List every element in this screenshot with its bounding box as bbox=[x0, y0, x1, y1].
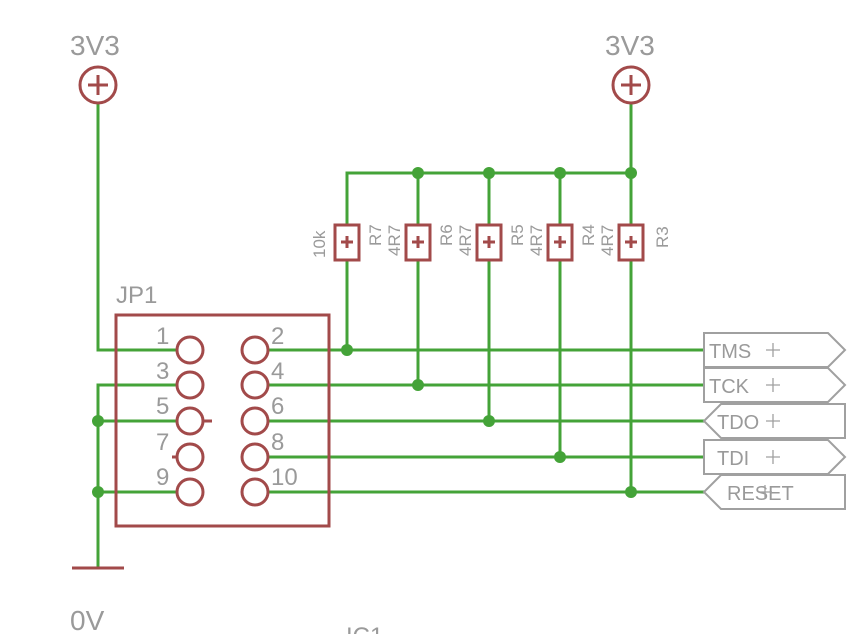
resistor-value: 4R7 bbox=[385, 225, 404, 256]
connector-jp1: JP1 1 2 3 4 5 6 7 8 9 10 bbox=[114, 282, 331, 528]
plus-icon bbox=[766, 378, 780, 392]
pin-number: 5 bbox=[156, 393, 169, 420]
resistor-10k: 10k bbox=[310, 223, 361, 262]
pin-5 bbox=[175, 406, 205, 436]
port-tck: TCK bbox=[703, 367, 847, 403]
resistor-value: 4R7 bbox=[598, 225, 617, 256]
resistor-ref: R4 bbox=[579, 224, 598, 246]
resistor-r7: R7 4R7 bbox=[366, 223, 432, 262]
plus-icon bbox=[621, 75, 641, 95]
port-flag bbox=[702, 474, 846, 510]
port-tdo: TDO bbox=[702, 403, 846, 439]
plus-icon bbox=[412, 236, 424, 248]
resistor-value: 4R7 bbox=[527, 225, 546, 256]
plus-icon bbox=[766, 343, 780, 357]
pin-number: 9 bbox=[156, 464, 169, 491]
resistor-ref: R5 bbox=[508, 224, 527, 246]
pin-number: 8 bbox=[271, 429, 284, 456]
wire-gnd-rail bbox=[96, 383, 192, 570]
connector-body bbox=[114, 313, 331, 528]
junction-dot bbox=[554, 167, 566, 179]
port-reset: RESET bbox=[702, 474, 846, 510]
pin-number: 2 bbox=[271, 323, 284, 350]
junction-dot bbox=[412, 379, 424, 391]
resistor-r3: R3 bbox=[653, 226, 672, 248]
resistor-value: 4R7 bbox=[456, 225, 475, 256]
pin-number: 1 bbox=[156, 323, 169, 350]
plus-icon bbox=[554, 236, 566, 248]
pin-7 bbox=[175, 442, 205, 472]
pin-2 bbox=[240, 335, 270, 365]
plus-icon bbox=[88, 75, 108, 95]
supply-3v3-right: 3V3 bbox=[605, 30, 655, 105]
resistor-r5: R5 4R7 bbox=[508, 223, 574, 262]
plus-icon bbox=[341, 236, 353, 248]
junction-dot bbox=[625, 167, 637, 179]
wires bbox=[96, 103, 706, 570]
plus-icon bbox=[766, 450, 780, 464]
pin-4 bbox=[240, 370, 270, 400]
resistor-ref: R3 bbox=[653, 226, 672, 248]
pin-1 bbox=[175, 335, 205, 365]
ground-symbol: 0V bbox=[70, 566, 124, 634]
pin-6 bbox=[240, 406, 270, 436]
junction-dot bbox=[483, 167, 495, 179]
ground-label: 0V bbox=[70, 605, 105, 634]
pin-9 bbox=[175, 477, 205, 507]
pin-10 bbox=[240, 477, 270, 507]
resistor-r4: R4 4R7 bbox=[579, 223, 645, 262]
pin-number: 7 bbox=[156, 429, 169, 456]
pin-number: 4 bbox=[271, 358, 284, 385]
port-label: TMS bbox=[709, 341, 751, 363]
resistor-r6: R6 4R7 bbox=[437, 223, 503, 262]
port-label: RESET bbox=[727, 483, 794, 505]
junctions bbox=[92, 167, 637, 498]
pin-stub bbox=[172, 419, 212, 459]
junction-dot bbox=[412, 167, 424, 179]
pin-3 bbox=[175, 370, 205, 400]
junction-dot bbox=[483, 415, 495, 427]
pin-number: 10 bbox=[271, 464, 298, 491]
supply-3v3-left: 3V3 bbox=[70, 30, 120, 105]
plus-icon bbox=[483, 236, 495, 248]
resistor-body bbox=[546, 223, 574, 262]
port-tms: TMS bbox=[703, 332, 847, 368]
junction-dot bbox=[554, 451, 566, 463]
junction-dot bbox=[92, 415, 104, 427]
pin-number: 3 bbox=[156, 358, 169, 385]
port-label: TDO bbox=[717, 412, 759, 434]
junction-dot bbox=[341, 344, 353, 356]
partial-ic-label: IC1 bbox=[346, 623, 383, 634]
wire-3v3-left bbox=[96, 103, 192, 352]
junction-dot bbox=[625, 486, 637, 498]
supply-label-right: 3V3 bbox=[605, 30, 655, 61]
junction-dot bbox=[92, 486, 104, 498]
resistor-ref: R6 bbox=[437, 224, 456, 246]
resistor-ref: 10k bbox=[310, 230, 329, 258]
plus-icon bbox=[758, 485, 772, 499]
plus-icon bbox=[766, 414, 780, 428]
connector-ref: JP1 bbox=[116, 282, 157, 309]
supply-label-left: 3V3 bbox=[70, 30, 120, 61]
pin-8 bbox=[240, 442, 270, 472]
resistor-ref: R7 bbox=[366, 224, 385, 246]
pin-number: 6 bbox=[271, 393, 284, 420]
supply-circle bbox=[78, 65, 118, 105]
supply-circle bbox=[611, 65, 651, 105]
wire-pullup-bus bbox=[345, 171, 633, 227]
port-tdi: TDI bbox=[703, 439, 847, 475]
port-label: TDI bbox=[717, 448, 749, 470]
port-label: TCK bbox=[709, 376, 750, 398]
plus-icon bbox=[625, 236, 637, 248]
